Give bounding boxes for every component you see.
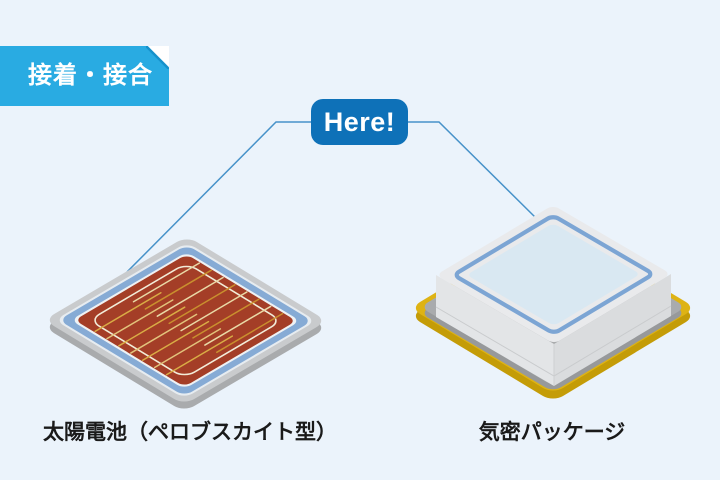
electrode-finger (119, 307, 185, 346)
electrode-finger (155, 329, 221, 368)
package-illustration (410, 205, 696, 402)
electrode-finger (217, 314, 283, 353)
electrode-finger (107, 300, 173, 339)
electrode-finger (169, 285, 235, 324)
package-glass-window (469, 224, 638, 325)
connector-line-right (408, 121, 539, 221)
electrode-finger (181, 292, 247, 331)
electrode-finger (133, 263, 199, 302)
electrode-finger (131, 314, 197, 353)
here-callout-badge: Here! (311, 99, 408, 145)
electrode-finger (193, 299, 259, 338)
package-seal-ring (454, 215, 654, 333)
electrode-finger (95, 293, 161, 332)
electrode-finger (143, 322, 209, 361)
category-tag: 接着・接合 (0, 46, 169, 106)
package-caption: 気密パッケージ (478, 421, 626, 444)
electrode-finger (166, 336, 232, 375)
connector-line-left (126, 121, 311, 273)
solar-cell-caption: 太陽電池（ペロブスカイト型） (43, 421, 337, 444)
electrode-finger (157, 278, 223, 317)
solar-cell-illustration (44, 236, 327, 412)
here-callout-label: Here! (323, 107, 396, 137)
electrode-finger (205, 306, 271, 345)
electrode-finger (145, 270, 211, 309)
fold-shadow-edge (146, 46, 169, 69)
electrode-finger-pattern (89, 263, 282, 378)
folded-corner-icon (146, 46, 169, 69)
category-tag-label: 接着・接合 (28, 62, 153, 89)
